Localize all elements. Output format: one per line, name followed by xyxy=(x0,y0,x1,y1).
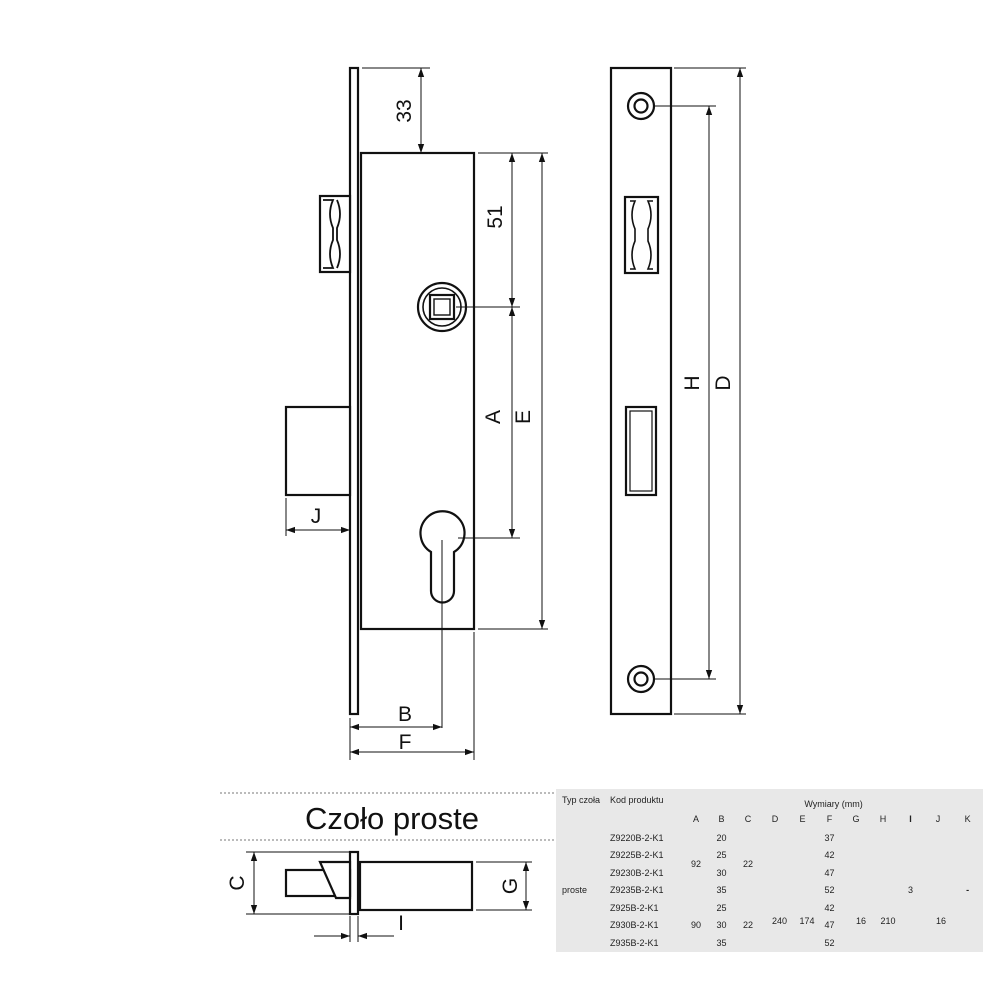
side-view-labels: 33 51 A E J B F xyxy=(311,99,535,754)
cross-section-plate xyxy=(348,850,360,916)
header-code: Kod produktu xyxy=(610,795,664,805)
latch-opening xyxy=(623,195,660,275)
cell-k: - xyxy=(966,885,970,896)
cell-f: 42 xyxy=(824,902,835,913)
header-col-i: I xyxy=(909,814,912,824)
cell-f: 47 xyxy=(824,867,835,878)
table-row: Z930B-2-K1 30 47 xyxy=(556,917,983,935)
cell-a: 92 xyxy=(690,859,701,869)
handle-follower xyxy=(416,281,468,333)
deadbolt-opening xyxy=(624,405,658,497)
cell-b: 20 xyxy=(716,832,727,843)
front-view-labels: H D xyxy=(681,375,735,390)
latch xyxy=(318,194,352,274)
table-row: Z9225B-2-K1 25 42 xyxy=(556,847,983,865)
table-row: Z935B-2-K1 35 52 xyxy=(556,934,983,952)
dim-label-c: C xyxy=(226,875,249,890)
front-view-dimensions xyxy=(654,67,746,715)
cell-c: 22 xyxy=(742,859,753,869)
cell-f: 52 xyxy=(824,885,835,896)
faceplate-front-view xyxy=(609,66,673,716)
dim-label-g: G xyxy=(499,878,522,894)
cell-j-empty xyxy=(924,829,952,952)
cell-f: 37 xyxy=(824,832,835,843)
table-header-row-2: A B C D E F G H I J K xyxy=(556,809,983,829)
cell-f: 42 xyxy=(824,850,835,861)
header-col-e: E xyxy=(799,814,806,824)
header-col-f: F xyxy=(826,814,833,824)
header-col-d: D xyxy=(771,814,779,824)
header-col-g: G xyxy=(852,814,860,824)
cell-e-empty xyxy=(789,829,816,952)
cell-code: Z9235B-2-K1 xyxy=(610,885,664,896)
cell-code: Z925B-2-K1 xyxy=(610,902,659,913)
dim-label-b: B xyxy=(398,703,412,726)
dim-label-33: 33 xyxy=(393,99,416,122)
dim-label-a: A xyxy=(482,410,505,424)
cell-code: Z930B-2-K1 xyxy=(610,920,659,931)
dim-label-j: J xyxy=(311,505,322,528)
dim-label-d: D xyxy=(712,375,735,390)
cell-type: proste xyxy=(562,885,588,896)
cell-b: 30 xyxy=(716,920,727,931)
cell-b: 25 xyxy=(716,850,727,861)
dim-label-i: I xyxy=(398,912,404,935)
header-col-a: A xyxy=(692,814,699,824)
lock-body xyxy=(359,151,476,631)
cross-section-body xyxy=(358,860,474,912)
header-dimensions: Wymiary (mm) xyxy=(804,799,863,809)
table-header-row-1: Typ czoła Kod produktu Wymiary (mm) xyxy=(556,789,983,809)
header-type: Typ czoła xyxy=(562,795,601,805)
cell-a: 90 xyxy=(690,920,701,931)
side-view-dimensions xyxy=(285,67,548,760)
specification-table: Typ czoła Kod produktu Wymiary (mm) A B … xyxy=(556,789,984,952)
cell-code: Z9225B-2-K1 xyxy=(610,850,664,861)
cell-code: Z9220B-2-K1 xyxy=(610,832,664,843)
deadbolt xyxy=(284,405,352,497)
cell-i: 3 xyxy=(907,885,913,896)
cell-h-empty xyxy=(869,829,897,952)
cell-b: 30 xyxy=(716,867,727,878)
cell-f: 52 xyxy=(824,937,835,948)
table-row: proste Z9220B-2-K1 92 20 22 37 3 - xyxy=(556,829,983,895)
cross-section-latch xyxy=(318,860,352,900)
cell-c: 22 xyxy=(742,920,753,931)
faceplate xyxy=(348,66,360,716)
section-header xyxy=(220,792,556,841)
faceplate-cross-section xyxy=(284,850,474,916)
table-row: Z9230B-2-K1 30 47 xyxy=(556,864,983,882)
cross-section-labels: C G I xyxy=(226,875,522,935)
cell-f: 47 xyxy=(824,920,835,931)
cell-b: 35 xyxy=(716,885,727,896)
cell-code: Z9230B-2-K1 xyxy=(610,867,664,878)
dim-label-f: F xyxy=(399,731,412,754)
header-col-b: B xyxy=(718,814,725,824)
cell-d-empty xyxy=(761,829,789,952)
header-col-j: J xyxy=(935,814,941,824)
section-title: Czoło proste xyxy=(305,801,479,836)
header-col-c: C xyxy=(744,814,752,824)
header-col-h: H xyxy=(879,814,887,824)
table-row: Z925B-2-K1 90 25 22 42 xyxy=(556,899,983,930)
header-col-k: K xyxy=(964,814,971,824)
dim-label-51: 51 xyxy=(484,205,507,228)
cross-section-dimensions xyxy=(246,851,532,942)
cell-b: 35 xyxy=(716,937,727,948)
dim-label-e: E xyxy=(512,410,535,424)
cell-b: 25 xyxy=(716,902,727,913)
dim-label-h: H xyxy=(681,375,704,390)
cell-code: Z935B-2-K1 xyxy=(610,937,659,948)
cell-g-empty xyxy=(843,829,869,952)
table-row: Z9235B-2-K1 35 52 xyxy=(556,882,983,900)
lock-side-view xyxy=(284,66,476,716)
faceplate-front xyxy=(609,66,673,716)
